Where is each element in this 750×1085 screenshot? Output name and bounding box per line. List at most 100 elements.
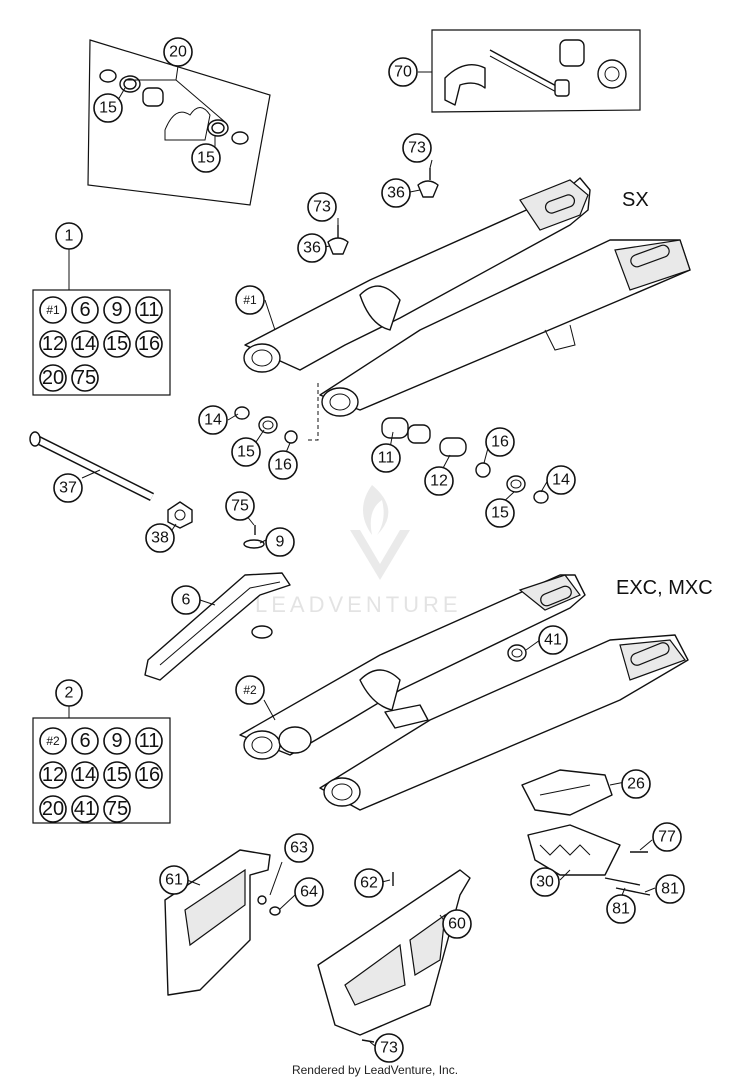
callout-c81-a-circle (606, 894, 636, 924)
set-2-item-8-label: 20 (42, 798, 64, 820)
set-1-item-4-label: 12 (42, 333, 64, 355)
callout-c73-a: 73 (402, 133, 432, 163)
set-1-item-5: 14 (71, 330, 99, 358)
callout-c41-circle (538, 625, 568, 655)
set-2-item-8-circle (39, 795, 67, 823)
callout-c15-a: 15 (93, 93, 123, 123)
callout-c63: 63 (284, 833, 314, 863)
set-2-item-4-circle (39, 761, 67, 789)
callout-c15-a-circle (93, 93, 123, 123)
set-2-item-3-circle (135, 727, 163, 755)
callout-c11-label: 11 (378, 450, 395, 467)
callout-c60: 60 (442, 909, 472, 939)
callout-c73-c-circle (374, 1033, 404, 1063)
callout-c14-b: 14 (546, 465, 576, 495)
set-2-item-0-label: #2 (46, 734, 60, 748)
callout-c73-a-circle (402, 133, 432, 163)
set-2-item-6: 15 (103, 761, 131, 789)
set-1-item-1-label: 6 (79, 299, 90, 321)
callout-c75: 75 (225, 491, 255, 521)
callout-c73-c-label: 73 (380, 1040, 398, 1057)
callout-c73-b: 73 (307, 192, 337, 222)
set-2-item-2: 9 (103, 727, 131, 755)
sx-chain-guide-clips (327, 168, 439, 255)
callout-c26-circle (621, 769, 651, 799)
callout-c73-b-circle (307, 192, 337, 222)
set-1-item-8-circle (39, 364, 67, 392)
set-1-item-2-label: 9 (111, 299, 122, 321)
set-2-item-10: 75 (103, 795, 131, 823)
callout-set-1: 1 (55, 222, 83, 250)
set-2-item-4-label: 12 (42, 764, 64, 786)
set-2-item-7: 16 (135, 761, 163, 789)
callout-c15-d: 15 (485, 498, 515, 528)
callout-c15-c-label: 15 (237, 444, 255, 461)
set-2-item-2-label: 9 (111, 730, 122, 752)
callout-c16-b-circle (485, 427, 515, 457)
set-2-item-6-label: 15 (106, 764, 128, 786)
callout-c64-label: 64 (300, 884, 318, 901)
set-1-item-5-circle (71, 330, 99, 358)
set-2-item-0-circle (39, 727, 67, 755)
callout-c16-b: 16 (485, 427, 515, 457)
set-2-item-3: 11 (135, 727, 163, 755)
callout-c-h1: #1 (235, 285, 265, 315)
set-1-item-1: 6 (71, 296, 99, 324)
callout-c16-a: 16 (268, 450, 298, 480)
callout-c81-b-label: 81 (661, 881, 679, 898)
set-1-item-4-circle (39, 330, 67, 358)
callout-c62-label: 62 (360, 875, 378, 892)
callout-c14-b-label: 14 (552, 472, 570, 489)
set-1-item-9-label: 75 (74, 367, 96, 389)
callout-c36-a: 36 (381, 178, 411, 208)
callout-c75-circle (225, 491, 255, 521)
set-2-item-1-circle (71, 727, 99, 755)
callout-c-h1-circle (235, 285, 265, 315)
variant-label-sx: SX (622, 189, 649, 211)
callout-c38-label: 38 (151, 530, 169, 547)
callout-c20-top: 20 (163, 37, 193, 67)
callout-c73-b-label: 73 (313, 199, 331, 216)
set-1-item-4: 12 (39, 330, 67, 358)
callout-c11: 11 (371, 443, 401, 473)
set-2-item-9: 41 (71, 795, 99, 823)
callout-c75-label: 75 (231, 498, 249, 515)
variant-label-exc-mxc: EXC, MXC (616, 577, 713, 599)
callout-c15-d-circle (485, 498, 515, 528)
callout-c20-top-label: 20 (169, 44, 187, 61)
callout-c26-label: 26 (627, 776, 645, 793)
set-1-item-3-circle (135, 296, 163, 324)
callout-c30: 30 (530, 867, 560, 897)
set-1-item-8-label: 20 (42, 367, 64, 389)
callout-c6-label: 6 (182, 592, 191, 609)
callout-c64: 64 (294, 877, 324, 907)
chain-guard (164, 849, 281, 996)
callout-c62-circle (354, 868, 384, 898)
set-2-item-10-circle (103, 795, 131, 823)
callout-c70-label: 70 (394, 64, 412, 81)
set-2-item-6-circle (103, 761, 131, 789)
callout-c60-label: 60 (448, 916, 466, 933)
set-2-item-8: 20 (39, 795, 67, 823)
callout-c11-circle (371, 443, 401, 473)
set-1-item-8: 20 (39, 364, 67, 392)
callout-c30-circle (530, 867, 560, 897)
callout-c36-b-label: 36 (303, 240, 321, 257)
set-1-item-1-circle (71, 296, 99, 324)
callout-c73-a-label: 73 (408, 140, 426, 157)
callout-c-h2-label: #2 (243, 683, 257, 697)
set-2-item-2-circle (103, 727, 131, 755)
callout-c61-circle (159, 865, 189, 895)
callout-c15-c-circle (231, 437, 261, 467)
callout-c38-circle (145, 523, 175, 553)
set-2-item-9-circle (71, 795, 99, 823)
rear-guard (317, 869, 471, 1043)
leadventure-watermark: LEADVENTURE (255, 485, 458, 617)
set-2-item-9-label: 41 (74, 798, 96, 820)
callout-c81-a: 81 (606, 894, 636, 924)
set-1-item-7: 16 (135, 330, 163, 358)
swingarm-pivot-axle (29, 431, 193, 529)
set-2-item-5-label: 14 (74, 764, 96, 786)
callout-c-h2: #2 (235, 675, 265, 705)
